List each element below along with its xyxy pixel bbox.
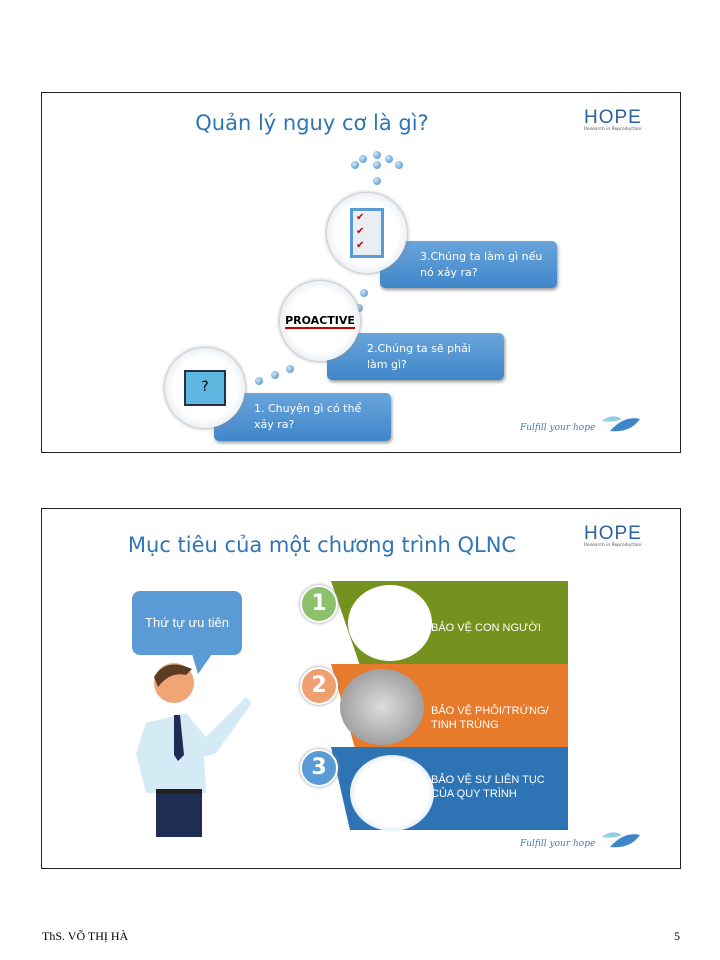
embryo-image: [340, 669, 424, 745]
process-flow-image: [350, 755, 434, 831]
slide-title: Mục tiêu của một chương trình QLNC: [127, 533, 517, 557]
number-badge-2: 2: [300, 667, 338, 705]
number-badge-3: 3: [300, 749, 338, 787]
leaf-logo-icon: [602, 416, 640, 432]
slide-title: Quản lý nguy cơ là gì?: [195, 111, 429, 135]
footer-author: ThS. VÕ THỊ HÀ: [42, 929, 129, 943]
step-3: 3.Chúng ta làm gì nếu nó xảy ra?: [380, 241, 557, 288]
number-badge-1: 1: [300, 585, 338, 623]
presenter-illustration: [136, 663, 252, 837]
step-1: 1. Chuyện gì có thể xảy ra?: [214, 393, 391, 441]
speech-bubble: Thứ tự ưu tiên: [132, 591, 242, 655]
proactive-image: PROACTIVE: [280, 281, 360, 361]
page-number: 5: [674, 929, 680, 943]
step-2: 2.Chúng ta sẽ phải làm gì?: [327, 333, 504, 380]
tagline: Fulfill your hope: [520, 423, 596, 433]
clipboard-icon: ✔✔✔: [327, 193, 407, 273]
people-hands-image: [348, 585, 432, 661]
question-box-icon: ?: [165, 348, 245, 428]
leaf-logo-icon: [602, 832, 640, 848]
tagline: Fulfill your hope: [520, 839, 596, 849]
